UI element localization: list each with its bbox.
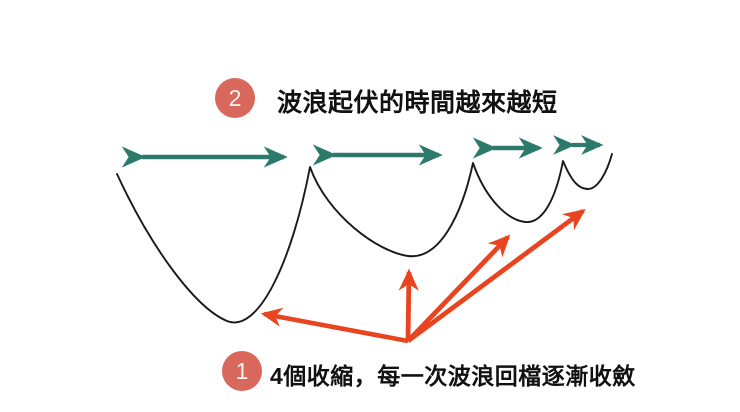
step-two-badge: 2 xyxy=(215,78,255,118)
step-two-badge-label: 2 xyxy=(228,84,242,111)
callout-arrows-group xyxy=(260,208,586,344)
callout-trough-3-arrow xyxy=(406,234,511,343)
step-one-badge-label: 1 xyxy=(235,357,249,384)
step-one-caption: 4個收縮，每一次波浪回檔逐漸收斂 xyxy=(270,363,636,389)
wave-curve xyxy=(116,153,613,324)
callout-trough-1-arrow xyxy=(260,307,409,344)
step-two-caption: 波浪起伏的時間越來越短 xyxy=(277,89,558,117)
wave-curve-group xyxy=(116,153,613,324)
callout-trough-2-arrow xyxy=(398,268,419,342)
step-one-badge: 1 xyxy=(222,351,262,391)
callout-trough-4-arrow xyxy=(406,208,586,343)
span-markers-group xyxy=(121,135,604,168)
